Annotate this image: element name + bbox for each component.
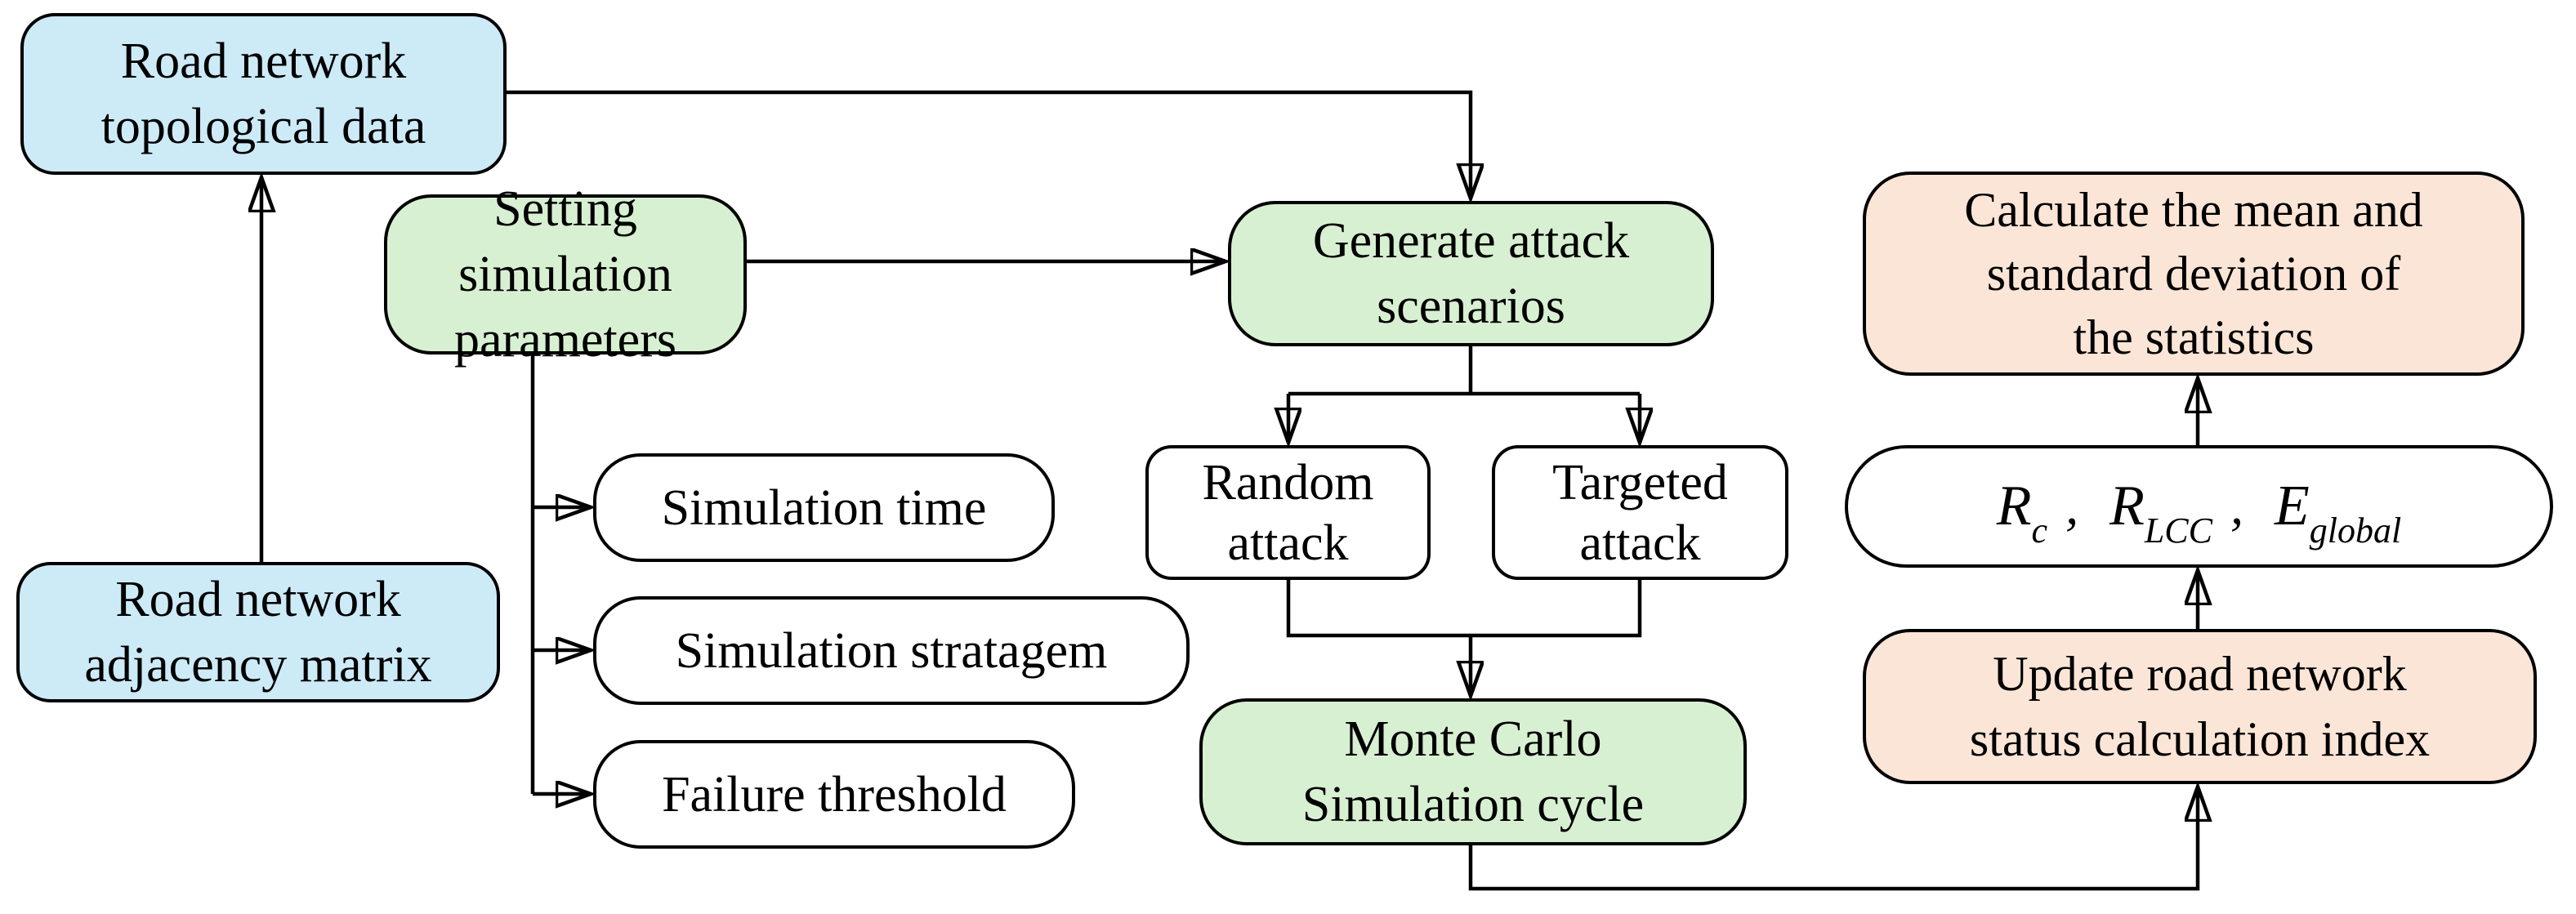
math-term-eglobal: Eglobal	[2275, 475, 2402, 551]
node-calculate-mean-std: Calculate the mean and standard deviatio…	[1863, 172, 2525, 376]
node-failure-threshold: Failure threshold	[593, 740, 1075, 849]
node-statistics-indices: Rc , RLCC , Eglobal	[1845, 445, 2553, 568]
node-road-network-adjacency-matrix: Road network adjacency matrix	[16, 562, 500, 702]
connector-generate-split	[1288, 346, 1640, 396]
node-random-attack: Random attack	[1145, 445, 1431, 580]
connector-monte-carlo-to-update	[1468, 787, 2198, 891]
node-generate-attack-scenarios: Generate attack scenarios	[1228, 201, 1714, 346]
math-comma: ,	[2230, 477, 2243, 535]
connector-attack-merge	[1286, 580, 1642, 638]
node-simulation-stratagem: Simulation stratagem	[593, 596, 1190, 705]
node-update-road-network-status: Update road network status calculation i…	[1863, 629, 2537, 784]
node-road-network-topological-data: Road network topological data	[20, 13, 507, 175]
node-monte-carlo-simulation-cycle: Monte Carlo Simulation cycle	[1199, 698, 1747, 845]
math-term-rlcc: RLCC	[2109, 475, 2212, 551]
node-setting-simulation-parameters: Setting simulation parameters	[384, 181, 747, 368]
node-simulation-time: Simulation time	[593, 453, 1055, 562]
node-targeted-attack: Targeted attack	[1492, 445, 1788, 580]
connector-topological-to-generate	[505, 90, 1471, 198]
math-term-rc: Rc	[1996, 475, 2048, 551]
math-comma: ,	[2065, 477, 2079, 535]
